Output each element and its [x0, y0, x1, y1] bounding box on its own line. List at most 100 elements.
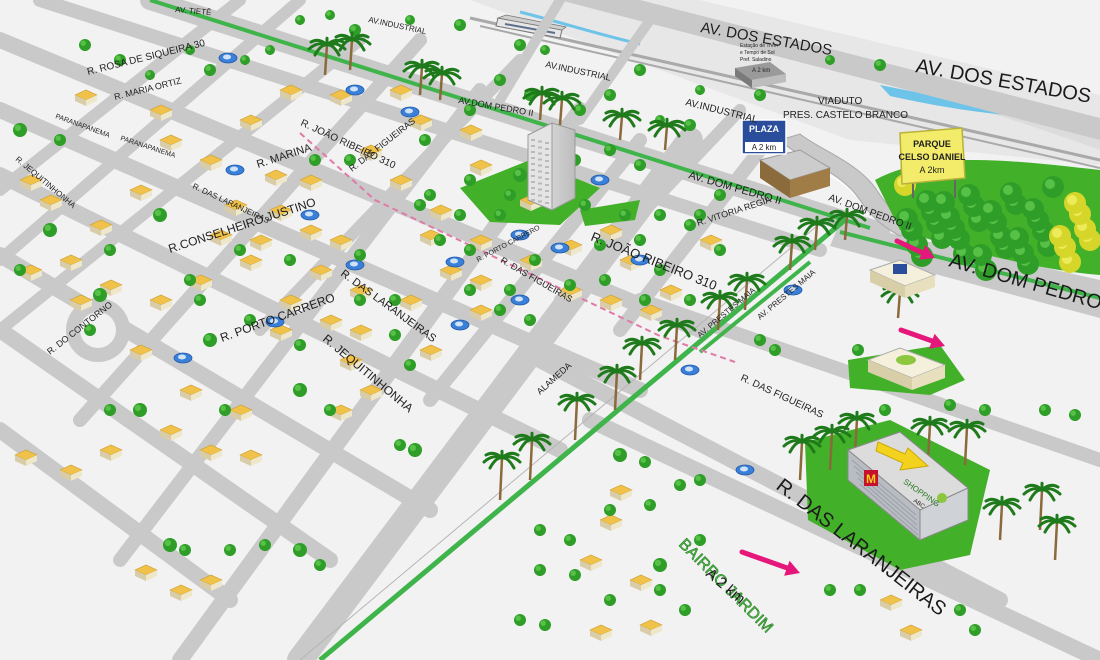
- tree-icon: [494, 209, 506, 221]
- tree-icon: [513, 168, 527, 182]
- road-segment: [0, 247, 438, 518]
- house-icon: [209, 229, 233, 246]
- tree-icon: [284, 254, 296, 266]
- house-icon: [459, 124, 483, 141]
- house-icon: [264, 169, 288, 186]
- tree-icon: [874, 59, 886, 71]
- house-icon: [199, 154, 223, 171]
- tree-icon: [879, 404, 891, 416]
- house-icon: [74, 89, 98, 106]
- road-segment: [575, 15, 655, 125]
- road-segment: [495, 0, 565, 105]
- roundabout-center: [80, 312, 116, 348]
- tree-icon: [454, 209, 466, 221]
- tree-icon: [1022, 198, 1044, 220]
- tree-icon: [654, 209, 666, 221]
- house-icon: [639, 619, 663, 636]
- palm-tree-icon: [657, 317, 697, 361]
- tree-icon: [295, 15, 305, 25]
- house-icon: [329, 404, 353, 421]
- house-icon: [469, 274, 493, 291]
- mcdonalds-logo-icon: M: [864, 470, 878, 486]
- car-icon: [300, 209, 320, 221]
- house-icon: [149, 104, 173, 121]
- svg-text:M: M: [866, 472, 876, 486]
- house-icon: [419, 344, 443, 361]
- house-icon: [159, 424, 183, 441]
- tree-icon: [694, 534, 706, 546]
- tree-icon: [534, 524, 546, 536]
- store-building-2: [866, 347, 947, 390]
- tree-icon: [265, 45, 275, 55]
- estacao-label-3: Pref. Saladino: [740, 57, 772, 63]
- parque-sign-line2: CELSO DANIEL: [898, 152, 966, 162]
- tree-icon: [674, 479, 686, 491]
- tree-icon: [185, 45, 195, 55]
- tree-icon: [13, 123, 27, 137]
- tree-icon: [354, 294, 366, 306]
- house-icon: [599, 514, 623, 531]
- tree-icon: [769, 344, 781, 356]
- tree-icon: [114, 54, 126, 66]
- green-lanes: [149, 0, 1100, 660]
- car-icon: [225, 164, 245, 176]
- tree-icon: [1007, 227, 1029, 249]
- tree-icon: [604, 144, 616, 156]
- house-icon: [609, 484, 633, 501]
- tree-icon: [969, 624, 981, 636]
- palm-tree-icon: [332, 31, 372, 71]
- tree-icon: [84, 324, 96, 336]
- tree-icon: [219, 404, 231, 416]
- car-icon: [735, 464, 755, 476]
- house-icon: [469, 304, 493, 321]
- tree-icon: [933, 191, 955, 213]
- plaza-sign: PLAZA A 2 km: [741, 119, 787, 155]
- house-icon: [269, 204, 293, 221]
- tree-icon: [389, 329, 401, 341]
- tree-icon: [613, 448, 627, 462]
- tree-icon: [619, 209, 631, 221]
- house-icon: [99, 444, 123, 461]
- tree-icon: [464, 174, 476, 186]
- tree-icon: [240, 55, 250, 65]
- tree-icon: [14, 264, 26, 276]
- tree-icon: [104, 404, 116, 416]
- tree-icon: [684, 119, 696, 131]
- tree-icon: [408, 443, 422, 457]
- house-icon: [239, 114, 263, 131]
- palm-tree-icon: [602, 107, 642, 141]
- tree-icon: [153, 208, 167, 222]
- tree-icon: [464, 244, 476, 256]
- house-icon: [639, 304, 663, 321]
- tree-icon: [163, 538, 177, 552]
- house-icon: [129, 344, 153, 361]
- tree-icon: [224, 544, 236, 556]
- tree-icon: [684, 294, 696, 306]
- palm-tree-icon: [422, 65, 462, 101]
- house-icon: [329, 234, 353, 251]
- tree-icon: [524, 314, 536, 326]
- tree-icon: [203, 333, 217, 347]
- cars-layer: [173, 52, 803, 476]
- tree-icon: [604, 89, 616, 101]
- tree-icon: [414, 199, 426, 211]
- tree-icon: [104, 244, 116, 256]
- car-icon: [445, 256, 465, 268]
- tree-icon: [679, 604, 691, 616]
- tree-icon: [825, 55, 835, 65]
- tree-icon: [404, 359, 416, 371]
- palm-tree-icon: [1037, 513, 1077, 561]
- arrow-icon: [894, 238, 935, 260]
- tree-icon: [604, 594, 616, 606]
- palm-tree-icon: [512, 431, 552, 481]
- house-icon: [129, 184, 153, 201]
- tree-icon: [293, 543, 307, 557]
- car-icon: [173, 352, 193, 364]
- tree-icon: [529, 254, 541, 266]
- tree-icon: [405, 15, 415, 25]
- tree-icon: [579, 199, 591, 211]
- tree-icon: [293, 383, 307, 397]
- tree-icon: [494, 304, 506, 316]
- palm-tree-icon: [982, 495, 1022, 541]
